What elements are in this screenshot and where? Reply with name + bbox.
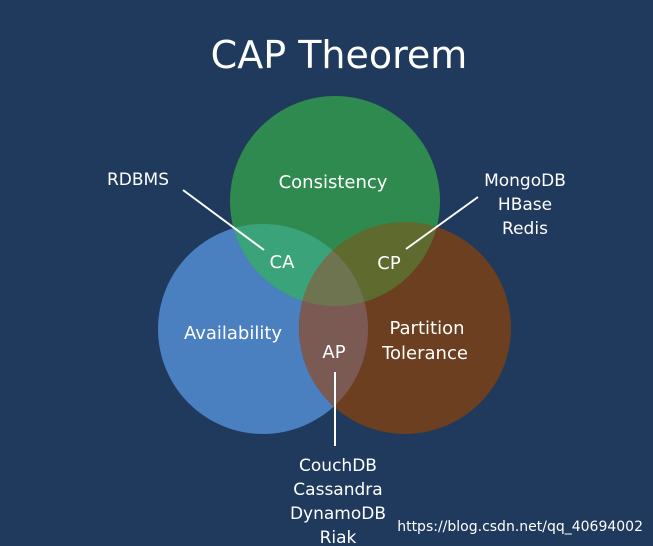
cp-label: CP <box>377 253 401 274</box>
cp-system-mongodb: MongoDB <box>484 171 566 191</box>
cp-callout-line <box>405 196 479 250</box>
diagram-title: CAP Theorem <box>211 33 468 77</box>
watermark: https://blog.csdn.net/qq_40694002 <box>397 519 643 535</box>
ap-label: AP <box>322 342 345 363</box>
cp-system-redis: Redis <box>502 219 548 239</box>
center-overlap <box>299 224 368 306</box>
partition-label-line2: Tolerance <box>381 343 468 364</box>
ap-system-cassandra: Cassandra <box>293 480 382 500</box>
consistency-label: Consistency <box>279 172 388 193</box>
ap-system-riak: Riak <box>320 528 357 546</box>
ca-system-rdbms: RDBMS <box>107 170 169 190</box>
cp-system-hbase: HBase <box>498 195 552 215</box>
partition-label-line1: Partition <box>389 318 464 339</box>
availability-label: Availability <box>184 323 282 344</box>
ap-system-couchdb: CouchDB <box>299 456 377 476</box>
ca-label: CA <box>270 252 296 273</box>
ca-callout-line <box>182 189 265 251</box>
ap-system-dynamodb: DynamoDB <box>290 504 386 524</box>
